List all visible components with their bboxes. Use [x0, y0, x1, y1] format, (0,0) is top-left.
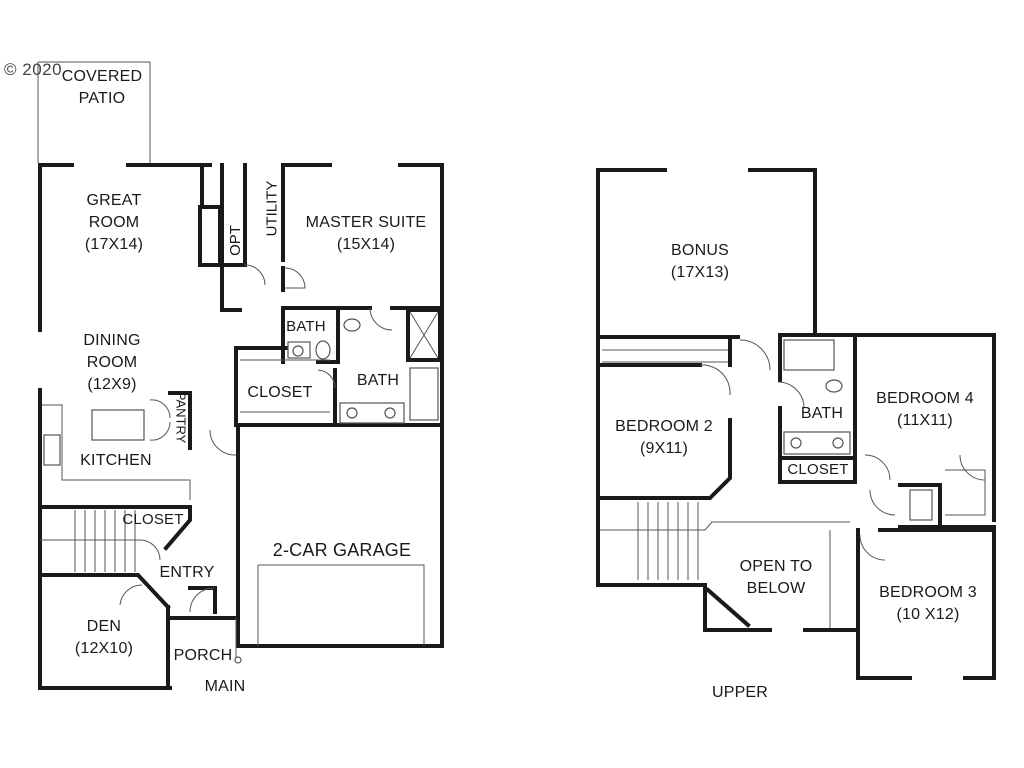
garage-door: [257, 564, 425, 646]
patio-outline: [38, 61, 151, 163]
bathtub: [409, 367, 439, 421]
closet-rods: [602, 349, 728, 363]
pantry-label: PANTRY: [173, 391, 189, 444]
sink: [346, 407, 358, 419]
bath-small-label: BATH: [286, 318, 326, 335]
great-room-label: GREAT ROOM (17X14): [84, 192, 144, 253]
door-swing: [864, 454, 891, 481]
kitchen-island: [91, 409, 145, 441]
wall: [38, 498, 172, 690]
master-suite-label: MASTER SUITE (15X14): [305, 214, 427, 253]
pantry-wall: [168, 391, 192, 450]
linen: [909, 489, 933, 521]
wall: [596, 418, 732, 500]
toilet: [825, 379, 843, 393]
den-label: DEN (12X10): [74, 618, 134, 657]
open-to-below-label: OPEN TO BELOW: [739, 558, 813, 597]
bedroom3-label: BEDROOM 3 (10 X12): [879, 584, 977, 623]
door-swing: [317, 369, 336, 389]
sink: [292, 345, 304, 357]
dining-room-label: DINING ROOM (12X9): [83, 332, 141, 393]
toilet: [343, 318, 361, 332]
stairs: [74, 510, 136, 572]
kitchen-counter: [42, 404, 191, 500]
bath-master-label: BATH: [356, 372, 400, 389]
kitchen-sink: [43, 434, 61, 466]
wall: [398, 163, 444, 310]
door-swing: [139, 539, 161, 561]
sink: [384, 407, 396, 419]
fireplace: [198, 205, 222, 267]
opt-label: OPT: [226, 225, 244, 256]
bedroom4-label: BEDROOM 4 (11X11): [876, 390, 974, 429]
shower-mark: [409, 311, 439, 359]
main-floor-caption: MAIN: [204, 678, 246, 695]
pantry-doors: [149, 399, 171, 441]
garage-walls: [236, 423, 444, 648]
stair-wall: [38, 573, 171, 610]
door-swing: [284, 267, 306, 289]
garage-label: 2-CAR GARAGE: [272, 540, 412, 560]
bedroom2-label: BEDROOM 2 (9X11): [615, 418, 713, 457]
closet-wall: [38, 505, 192, 551]
closet-b4: [898, 483, 942, 529]
upper-closet-label: CLOSET: [787, 461, 849, 478]
vanity: [783, 431, 851, 455]
closet-entry-label: CLOSET: [122, 511, 184, 528]
door-swing: [869, 489, 896, 516]
closet-rods: [240, 359, 330, 413]
door-swing: [244, 264, 266, 286]
porch-post: [234, 656, 242, 664]
covered-patio-label: COVERED PATIO: [61, 68, 143, 107]
wall: [856, 528, 912, 680]
bonus-label: BONUS (17X13): [670, 242, 730, 281]
door-swing: [369, 307, 393, 331]
door-swing: [209, 429, 237, 456]
door-swing: [959, 454, 986, 481]
door-swing: [699, 364, 731, 396]
utility-label: UTILITY: [263, 180, 281, 237]
closet-rod: [945, 469, 986, 516]
kitchen-label: KITCHEN: [80, 452, 152, 469]
wall: [853, 333, 996, 522]
toilet: [315, 340, 331, 360]
wall: [220, 163, 242, 312]
upper-bath-label: BATH: [800, 405, 844, 422]
bathtub: [783, 339, 835, 371]
entry-wall: [188, 586, 217, 614]
sink: [790, 437, 802, 449]
entry-label: ENTRY: [159, 564, 215, 581]
door-swing: [189, 587, 215, 613]
open-wall: [705, 587, 751, 628]
sink: [832, 437, 844, 449]
stair-rail: [600, 521, 850, 531]
copyright-watermark: © 2020: [4, 60, 63, 79]
upper-floor-walls: [596, 168, 996, 680]
closet-master-label: CLOSET: [247, 384, 313, 401]
door-swing: [739, 339, 771, 371]
upper-floor-caption: UPPER: [711, 684, 769, 701]
wall: [748, 168, 860, 337]
stairs: [637, 502, 699, 580]
main-floor-walls: [37, 61, 444, 690]
wall: [963, 528, 996, 680]
door-swing: [119, 584, 143, 606]
door-swing: [859, 534, 886, 561]
door-swing: [777, 381, 805, 409]
wall: [703, 583, 772, 632]
porch-label: PORCH: [173, 647, 233, 664]
